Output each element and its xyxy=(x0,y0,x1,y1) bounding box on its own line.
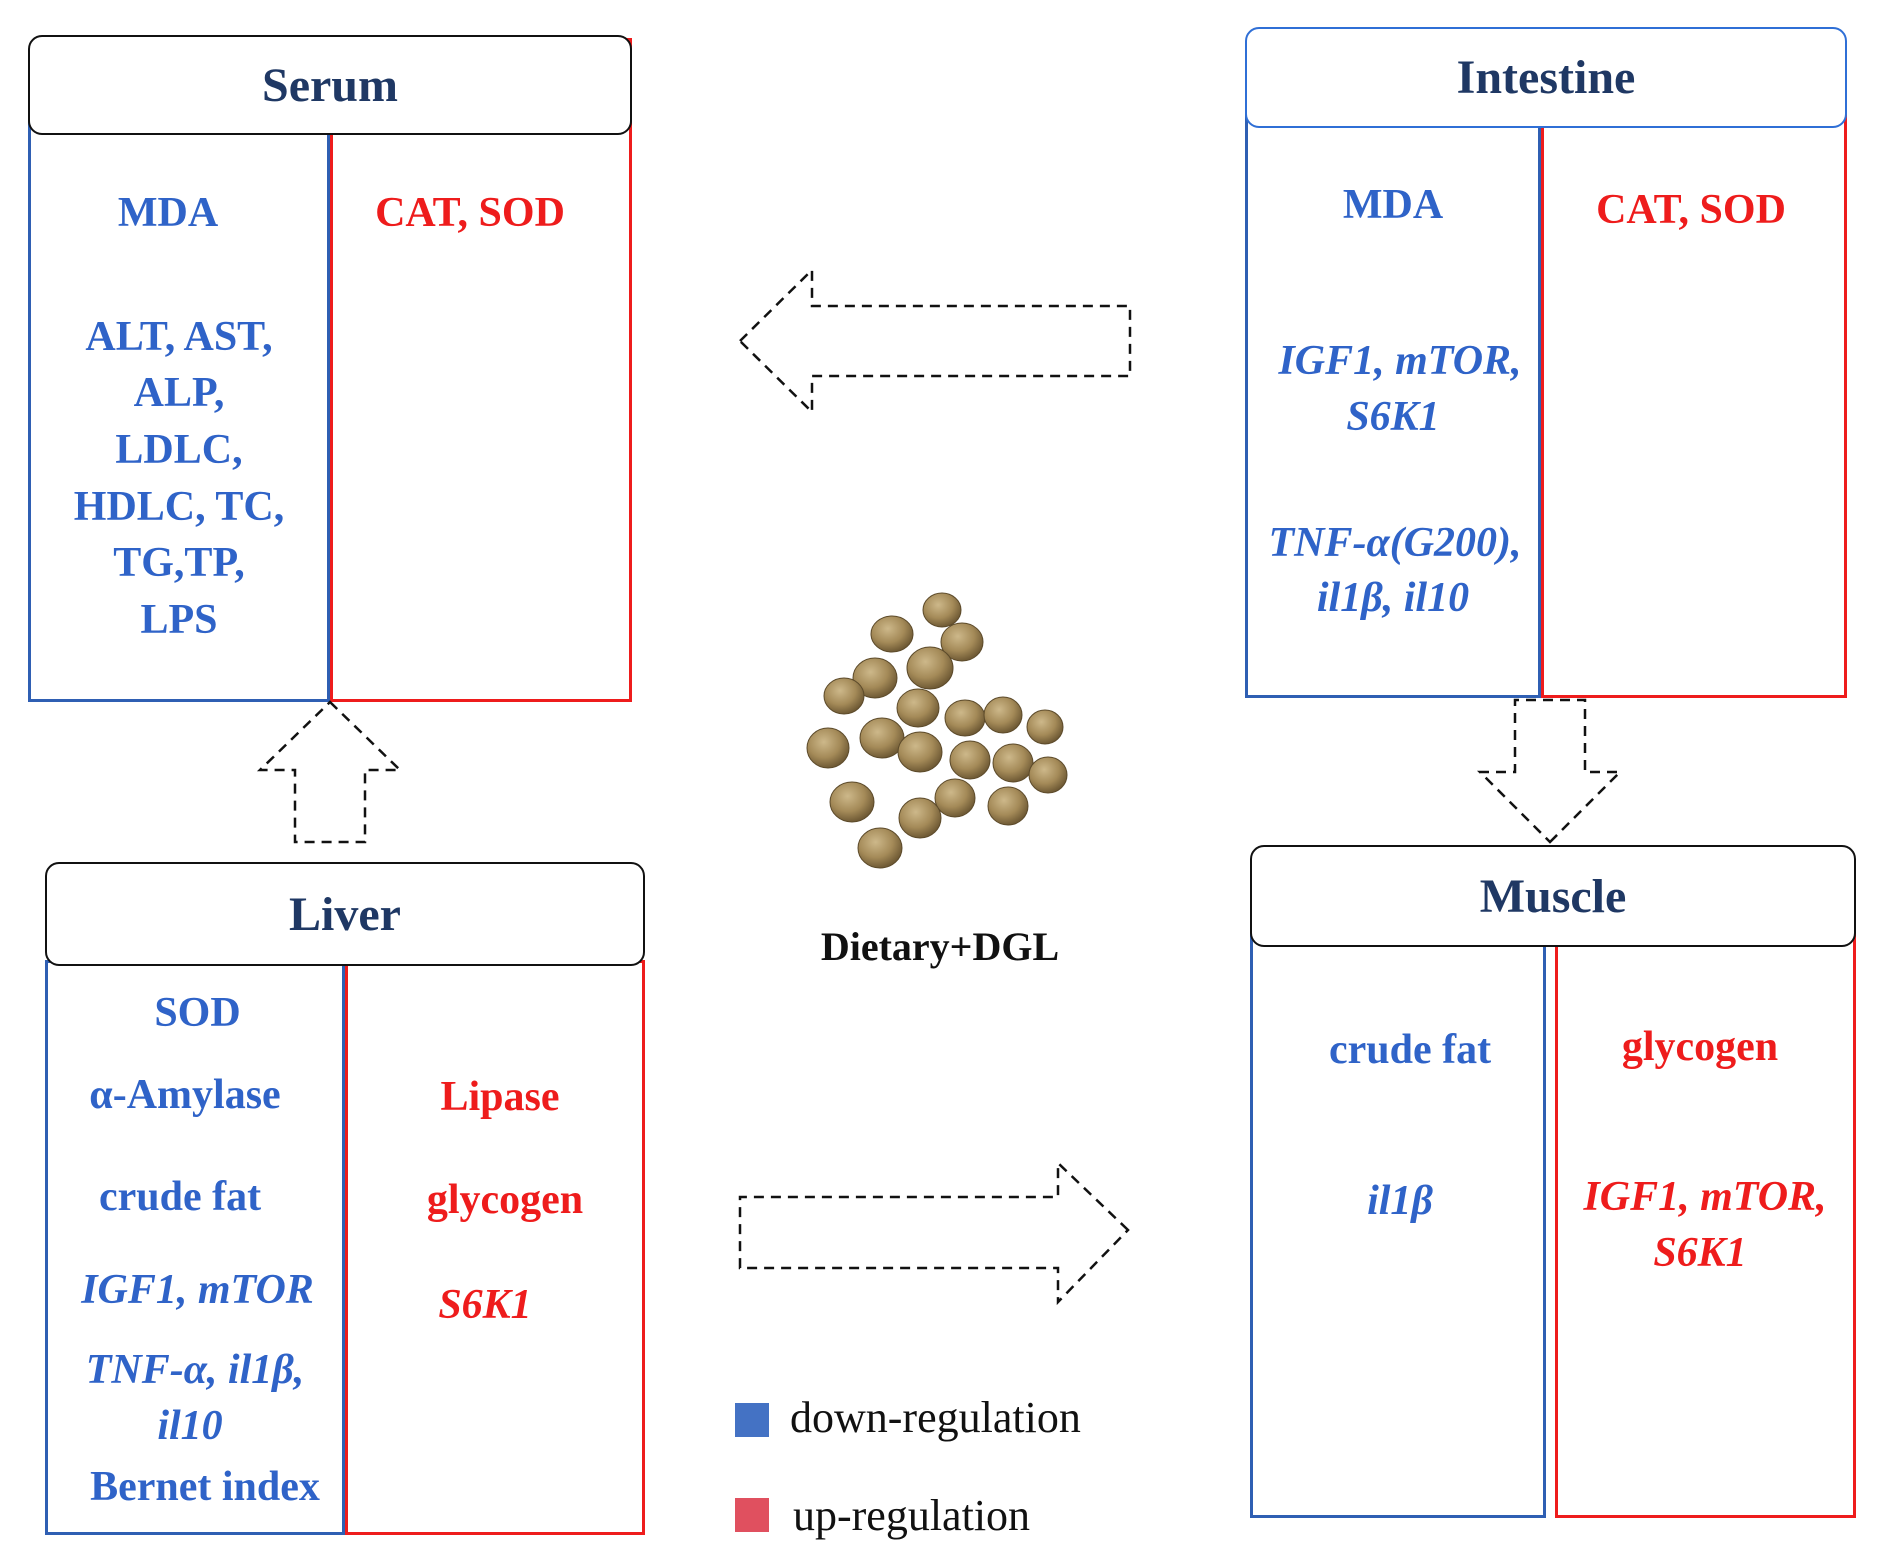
intestine-title: Intestine xyxy=(1245,27,1847,128)
liver-down-item: IGF1, mTOR xyxy=(81,1267,314,1313)
serum-down-item: ALP, xyxy=(133,370,225,416)
legend-down-swatch xyxy=(735,1403,769,1437)
liver-down-item: Bernet index xyxy=(90,1464,320,1510)
serum-title: Serum xyxy=(28,35,632,135)
intestine-down-item: S6K1 xyxy=(1346,394,1440,440)
serum-down-item: MDA xyxy=(117,190,219,236)
liver-down-item: SOD xyxy=(154,990,241,1036)
liver-down-item: α-Amylase xyxy=(89,1072,281,1118)
liver-up-item: Lipase xyxy=(440,1074,560,1120)
legend-up-label: up-regulation xyxy=(793,1491,1031,1540)
liver-up-item: S6K1 xyxy=(438,1282,532,1328)
serum-down-item: TG,TP, xyxy=(113,540,245,586)
liver-up-item: glycogen xyxy=(426,1177,584,1223)
intestine-up-item: CAT, SOD xyxy=(1596,187,1786,233)
intestine-down-item: MDA xyxy=(1342,182,1444,228)
liver-down-item: crude fat xyxy=(98,1174,262,1220)
muscle-up-item: S6K1 xyxy=(1653,1230,1747,1276)
legend-up-swatch xyxy=(735,1498,769,1532)
serum-down-item: HDLC, TC, xyxy=(73,484,285,530)
serum-down-item: LPS xyxy=(140,597,218,643)
center-label: Dietary+DGL xyxy=(820,924,1060,969)
muscle-title: Muscle xyxy=(1250,845,1856,947)
serum-down-item: LDLC, xyxy=(115,427,243,473)
liver-down-item: TNF-α, il1β, xyxy=(85,1347,305,1393)
intestine-down-item: il1β, il10 xyxy=(1316,575,1470,621)
liver-title: Liver xyxy=(45,862,645,966)
intestine-down-item: IGF1, mTOR, xyxy=(1278,338,1522,384)
muscle-up-item: glycogen xyxy=(1621,1024,1779,1070)
serum-down-item: ALT, AST, xyxy=(85,314,273,360)
muscle-down-item: il1β xyxy=(1367,1178,1433,1224)
muscle-up-item: IGF1, mTOR, xyxy=(1583,1174,1827,1220)
intestine-down-item: TNF-α(G200), xyxy=(1268,520,1522,566)
feed-pellets-image xyxy=(806,592,1068,869)
legend-down-label: down-regulation xyxy=(790,1393,1081,1442)
muscle-down-item: crude fat xyxy=(1328,1027,1492,1073)
liver-down-item: il10 xyxy=(157,1403,223,1449)
serum-up-item: CAT, SOD xyxy=(375,190,565,236)
